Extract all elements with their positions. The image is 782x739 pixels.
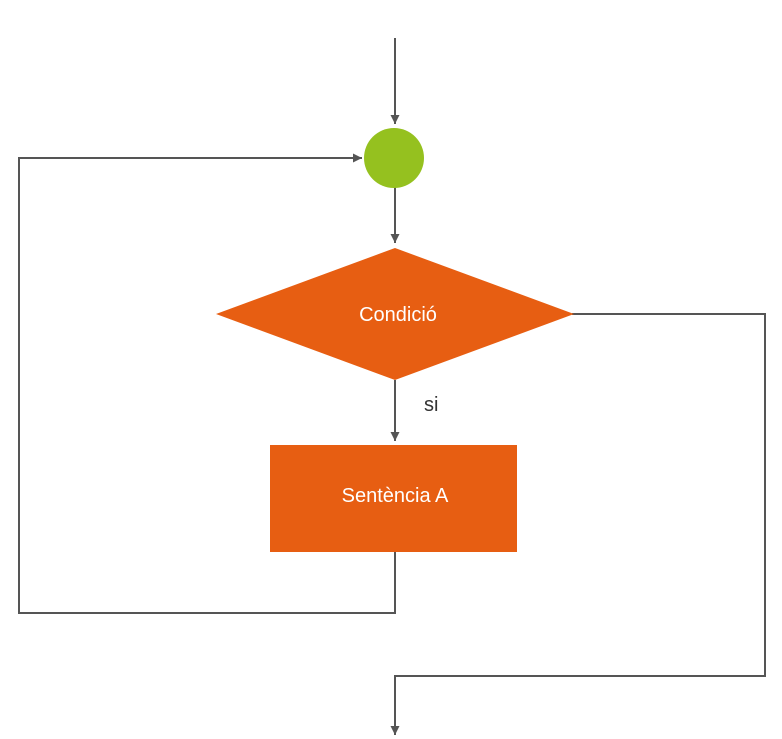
merge-point-circle: [364, 128, 424, 188]
condition-label: Condició: [359, 304, 437, 326]
statement-box: [270, 445, 517, 552]
condition-diamond: [216, 248, 574, 380]
loop-back-arrow: [18, 153, 396, 614]
yes-branch-label: si: [424, 394, 438, 416]
statement-label: Sentència A: [342, 485, 449, 507]
exit-arrow: [390, 313, 766, 735]
